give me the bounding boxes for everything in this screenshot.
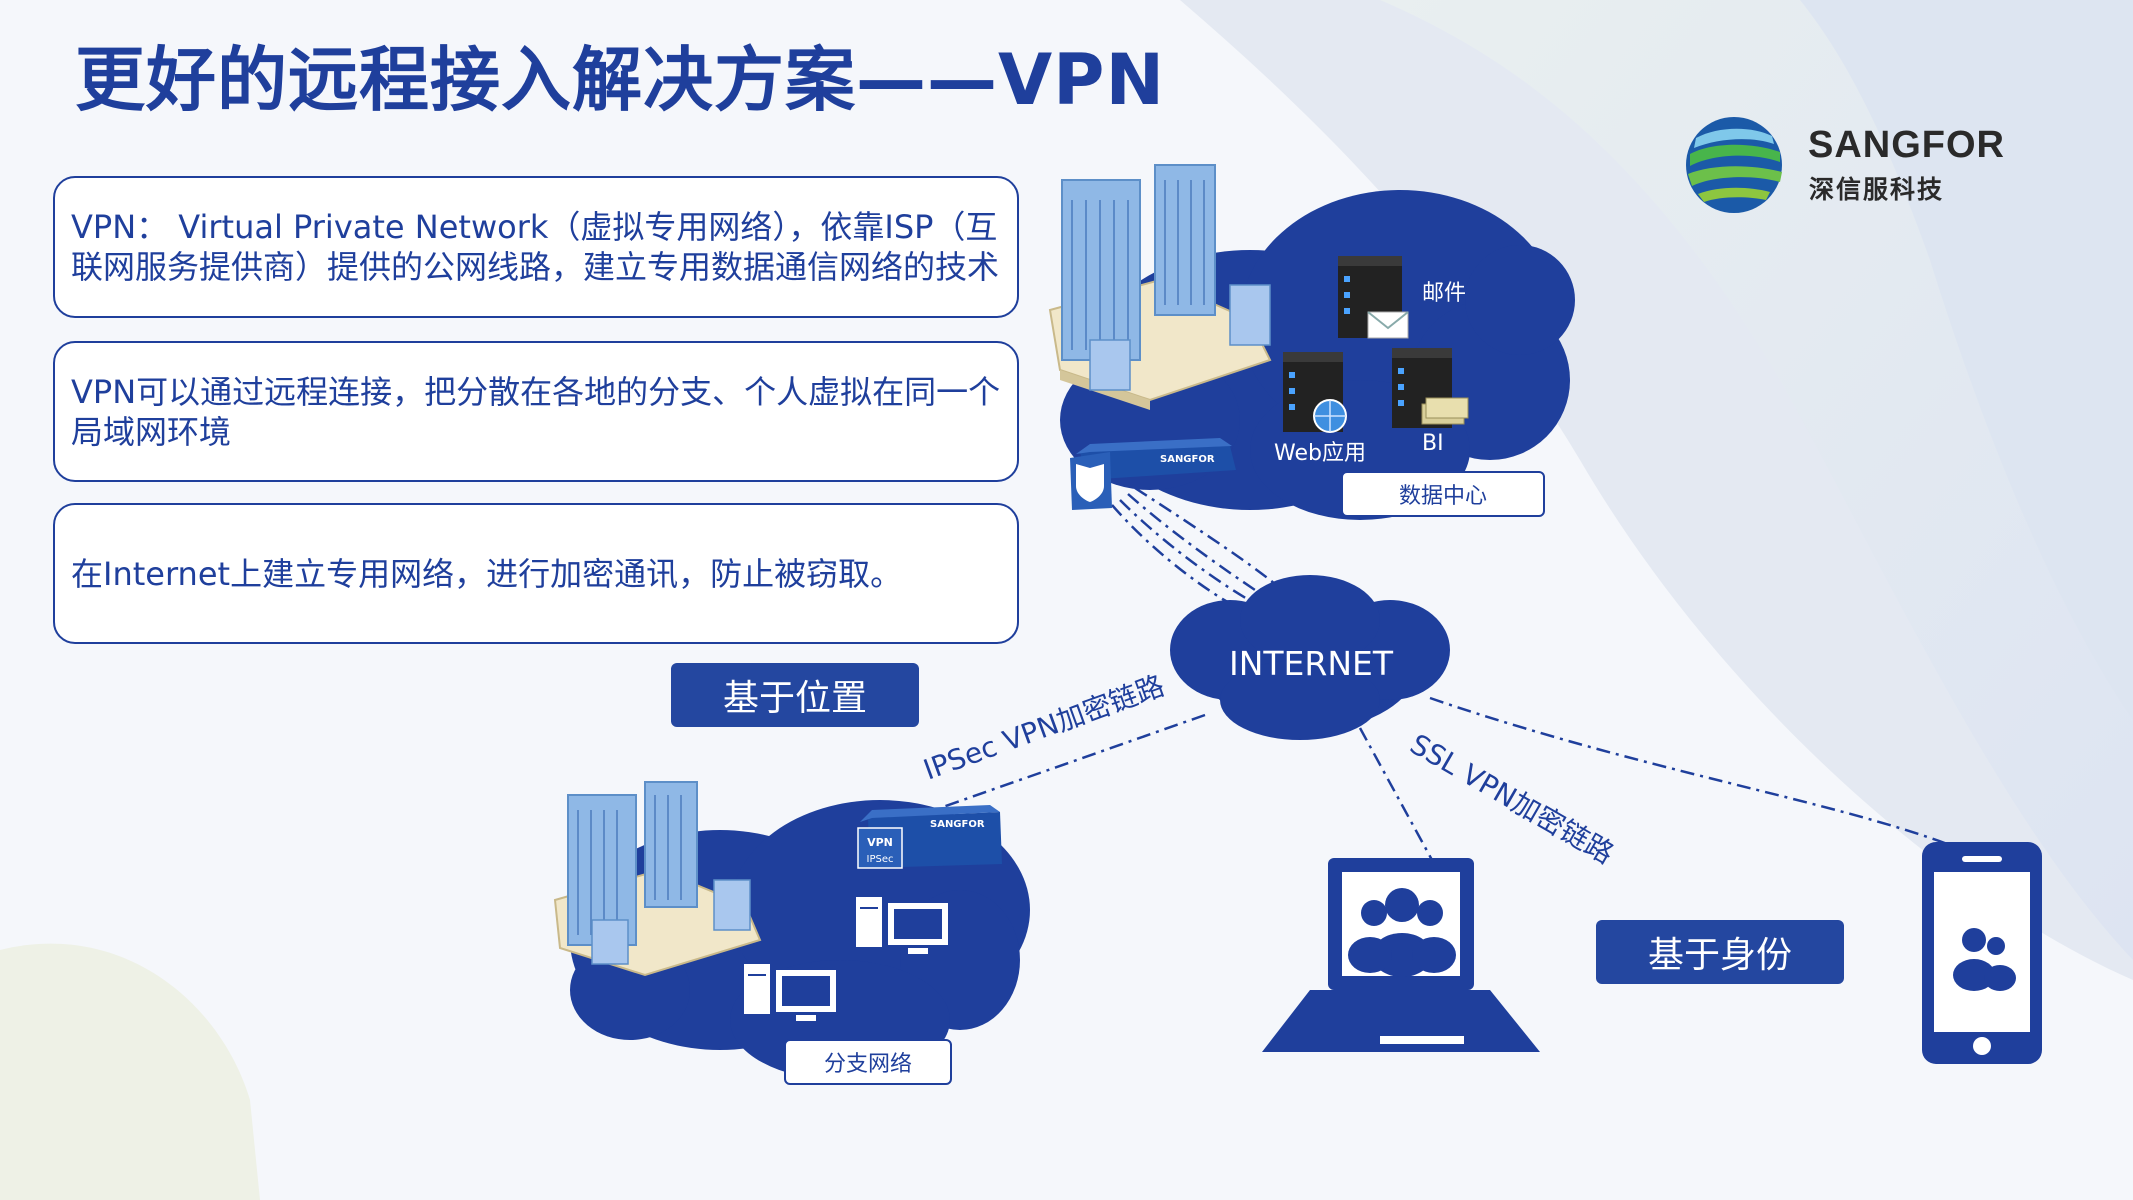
page-title: 更好的远程接入解决方案——VPN — [75, 39, 1166, 121]
branch-vpn-device-icon: VPN IPSec SANGFOR — [857, 805, 1002, 869]
bi-label: BI — [1422, 431, 1444, 456]
desktop-computer-icon — [742, 962, 838, 1021]
device-label-vpn: VPN — [867, 836, 893, 849]
identity-based-button: 基于身份 — [1596, 920, 1844, 984]
branch-buildings — [553, 781, 762, 977]
device-brand-label: SANGFOR — [930, 819, 985, 830]
datacenter-link-3 — [1111, 504, 1247, 614]
laptop-icon — [1262, 858, 1540, 1052]
internet-label: INTERNET — [1229, 644, 1394, 683]
building-icon — [1154, 164, 1216, 316]
sangfor-logo: SANGFOR 深信服科技 — [1682, 112, 2005, 218]
encryption-text: 在Internet上建立专用网络，进行加密通讯，防止被窃取。 — [71, 554, 903, 593]
info-box-remote: VPN可以通过远程连接，把分散在各地的分支、个人虚拟在同一个局域网环境 — [53, 341, 1019, 482]
ipsec-link-line — [939, 713, 1206, 810]
laptop-link-line — [1358, 727, 1434, 861]
device-label-ipsec: IPSec — [867, 854, 894, 865]
web-label: Web应用 — [1274, 441, 1366, 466]
datacenter-vpn-device-icon: SANGFOR — [1070, 438, 1236, 510]
definition-text: VPN： Virtual Private Network（虚拟专用网络），依靠I… — [71, 208, 1000, 286]
mail-label: 邮件 — [1422, 281, 1466, 306]
user-group-icon — [1953, 928, 2016, 991]
desktop-computer-icon — [854, 895, 950, 954]
ssl-link-label: SSL VPN加密链路 — [1405, 727, 1620, 870]
web-server-icon — [1283, 352, 1347, 433]
building-icon — [644, 781, 698, 908]
device-brand-label: SANGFOR — [1160, 454, 1215, 465]
phone-link-line — [1429, 696, 1951, 847]
sangfor-logo-icon — [1686, 117, 1782, 213]
datacenter-link-4 — [1134, 486, 1283, 591]
building-icon — [1061, 179, 1141, 361]
bi-server-icon — [1392, 348, 1469, 428]
user-group-icon — [1348, 888, 1456, 977]
info-box-encryption: 在Internet上建立专用网络，进行加密通讯，防止被窃取。 — [53, 503, 1019, 644]
ipsec-link-label: IPSec VPN加密链路 — [919, 669, 1168, 787]
mobile-phone-icon — [1922, 842, 2042, 1064]
datacenter-link-2 — [1119, 499, 1259, 607]
datacenter-label: 数据中心 — [1341, 471, 1545, 517]
remote-text: VPN可以通过远程连接，把分散在各地的分支、个人虚拟在同一个局域网环境 — [71, 372, 1001, 451]
internet-cloud — [1170, 575, 1450, 740]
location-based-button: 基于位置 — [671, 663, 919, 727]
mail-server-icon — [1338, 256, 1409, 339]
datacenter-buildings — [1048, 164, 1272, 410]
logo-subtitle: 深信服科技 — [1809, 175, 1945, 204]
info-box-definition: VPN： Virtual Private Network（虚拟专用网络），依靠I… — [53, 176, 1019, 318]
logo-name: SANGFOR — [1808, 124, 2005, 166]
branch-network-label: 分支网络 — [784, 1039, 952, 1085]
encrypted-links — [939, 486, 1951, 861]
